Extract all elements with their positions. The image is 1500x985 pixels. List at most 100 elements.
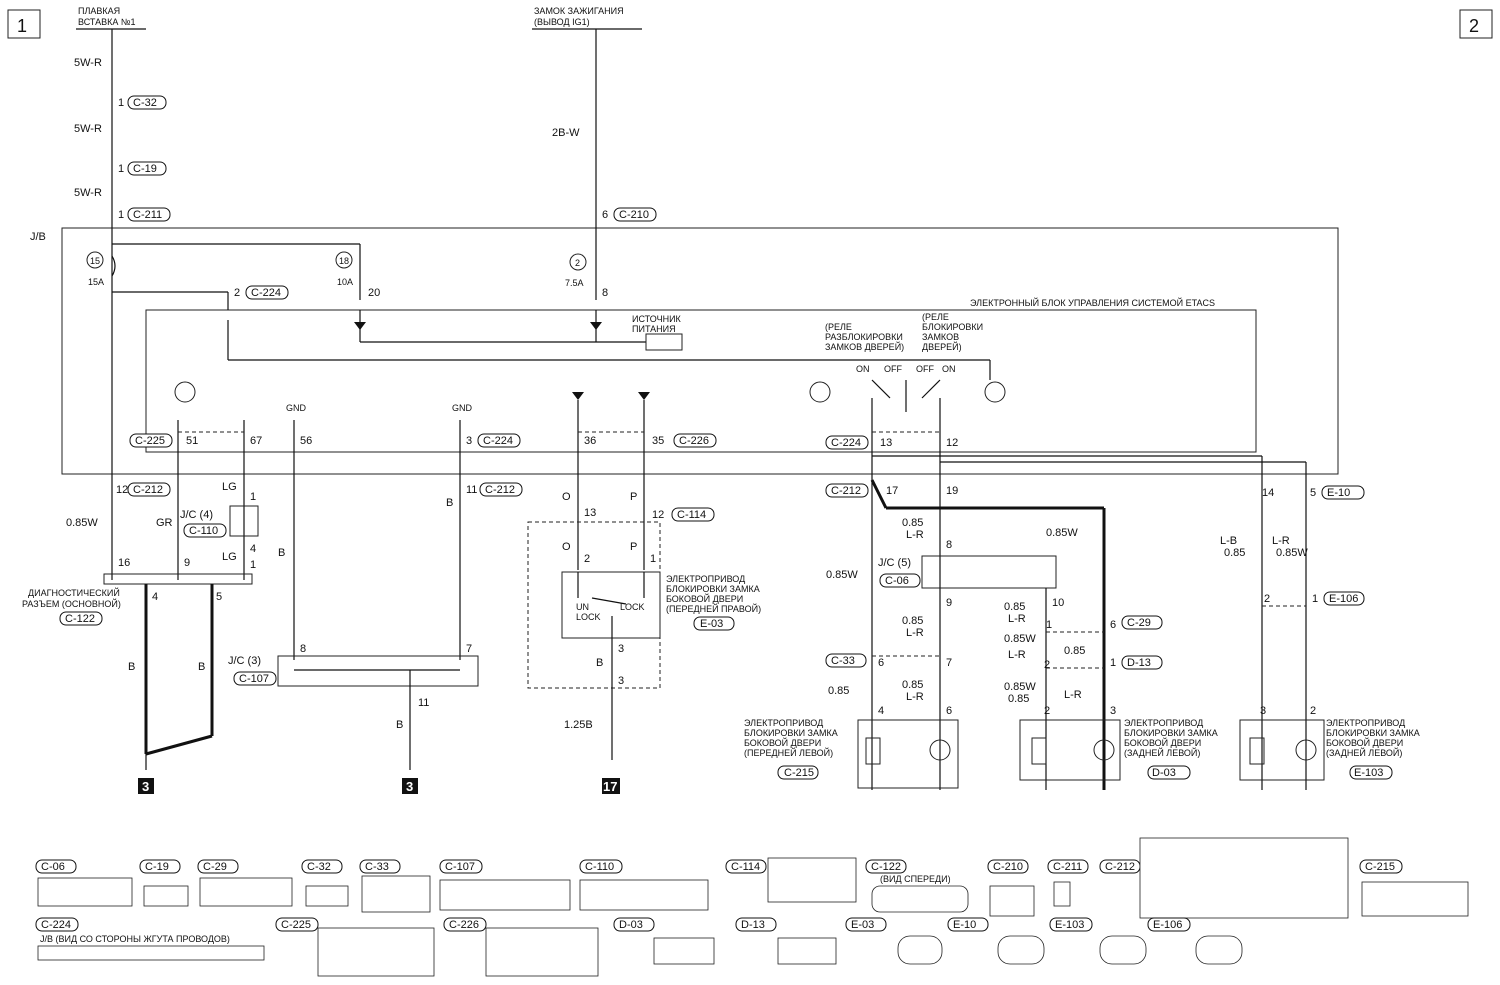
wire-label-32: 0.85W	[1004, 681, 1036, 693]
gnd-label-0: GND	[286, 403, 307, 413]
jc-label-0: J/C (4)	[180, 509, 213, 521]
svg-text:J/B (ВИД СО СТОРОНЫ ЖГУТА ПРОВ: J/B (ВИД СО СТОРОНЫ ЖГУТА ПРОВОДОВ)	[40, 934, 230, 944]
junction-block-frame	[61, 227, 1339, 475]
wire-label-36: L-B	[1220, 535, 1237, 547]
connector-label-11: C-110	[189, 525, 218, 537]
wire-label-0: 5W-R	[74, 57, 102, 69]
fuse-source-line1: ПЛАВКАЯ	[78, 6, 120, 16]
rl-actuator-line1: ЭЛЕКТРОПРИВОД	[1124, 718, 1203, 728]
pin-label-3: 6	[602, 209, 608, 221]
wire-label-35: 0.85	[828, 685, 849, 697]
connector-label-10: C-212	[485, 484, 515, 496]
wire-label-17: B	[596, 657, 603, 669]
legend-c06: C-06	[35, 859, 133, 907]
svg-text:C-210: C-210	[993, 861, 1023, 873]
pin-label-28: 13	[584, 507, 596, 519]
connector-label-22: E-106	[1329, 593, 1358, 605]
pin-label-33: 17	[886, 485, 898, 497]
wire-label-20: L-R	[906, 529, 924, 541]
transistor-icon-3	[174, 381, 196, 403]
pin-label-9: 56	[300, 435, 312, 447]
pin-label-11: 36	[584, 435, 596, 447]
pin-label-34: 19	[946, 485, 958, 497]
connector-label-15: E-03	[700, 618, 723, 630]
rr-actuator-line4: (ЗАДНЕЙ ЛЕВОЙ)	[1326, 747, 1402, 758]
legend-c226: C-226	[443, 917, 599, 977]
page-marker-1: 1	[7, 9, 41, 39]
connector-label-21: E-10	[1327, 487, 1350, 499]
wire-label-23: 0.85	[902, 615, 923, 627]
legend-c32: C-32	[301, 859, 349, 907]
coil-icon-rr	[1249, 737, 1265, 765]
relay-unlock-line1: (РЕЛЕ	[825, 322, 852, 332]
svg-text:E-10: E-10	[953, 919, 976, 931]
legend-c215: C-215	[1359, 859, 1469, 917]
pin-label-26: 11	[418, 697, 429, 709]
diag-line2: РАЗЪЕМ (ОСНОВНОЙ)	[22, 598, 121, 609]
fl-actuator-body	[857, 719, 959, 789]
legend-c225: C-225	[275, 917, 435, 977]
svg-text:E-03: E-03	[851, 919, 874, 931]
legend-e103: E-103	[1049, 917, 1147, 965]
fr-actuator-line1: ЭЛЕКТРОПРИВОД	[666, 574, 745, 584]
pin-label-45: 6	[1110, 619, 1116, 631]
pin-label-21: 1	[250, 559, 256, 571]
pin-label-37: 6	[878, 657, 884, 669]
ground-label-1: 3	[406, 779, 413, 794]
jc4-box	[229, 505, 259, 537]
pin-label-27: 12	[652, 509, 664, 521]
pin-label-43: 2	[1044, 659, 1050, 671]
switch-label-2: LOCK	[620, 602, 645, 612]
connector-label-5: C-225	[135, 435, 165, 447]
ground-box-0	[138, 778, 154, 794]
pin-label-7: 51	[186, 435, 198, 447]
legend-c19: C-19	[139, 859, 189, 907]
pin-label-52: 3	[1260, 705, 1266, 717]
wire-label-37: 0.85	[1224, 547, 1245, 559]
diag-line1: ДИАГНОСТИЧЕСКИЙ	[28, 587, 120, 598]
fr-actuator-body	[561, 571, 661, 639]
wire-label-30: 0.85	[1064, 645, 1085, 657]
wire-label-18: 1.25B	[564, 719, 593, 731]
pin-label-0: 1	[118, 97, 124, 109]
svg-text:C-122: C-122	[871, 861, 901, 873]
pin-label-35: 8	[946, 539, 952, 551]
wire-label-26: L-R	[906, 691, 924, 703]
svg-text:D-13: D-13	[741, 919, 765, 931]
wire-label-12: B	[396, 719, 403, 731]
pin-label-22: 4	[152, 591, 158, 603]
junction-block-label: J/B	[30, 231, 46, 243]
connector-label-12: C-122	[65, 613, 95, 625]
rr-actuator-line1: ЭЛЕКТРОПРИВОД	[1326, 718, 1405, 728]
svg-text:C-06: C-06	[41, 861, 65, 873]
pin-label-8: 67	[250, 435, 262, 447]
pin-label-12: 35	[652, 435, 664, 447]
power-source-line1: ИСТОЧНИК	[632, 314, 682, 324]
relay-state-3: ON	[942, 364, 956, 374]
page-marker-2: 2	[1459, 9, 1493, 39]
fl-actuator-line1: ЭЛЕКТРОПРИВОД	[744, 718, 823, 728]
legend-e10: E-10	[947, 917, 1045, 965]
pin-label-15: 12	[116, 484, 128, 496]
connector-label-17: C-06	[885, 575, 909, 587]
relay-state-1: OFF	[884, 364, 902, 374]
etacs-unit-frame	[145, 309, 1257, 453]
fl-actuator-line3: БОКОВОЙ ДВЕРИ	[744, 737, 821, 748]
svg-text:C-19: C-19	[145, 861, 169, 873]
fl-actuator-line2: БЛОКИРОВКИ ЗАМКА	[744, 728, 838, 738]
page-marker-2-label: 2	[1469, 16, 1479, 36]
wire-label-1: 5W-R	[74, 123, 102, 135]
switch-label-0: UN	[576, 602, 589, 612]
svg-text:C-211: C-211	[1053, 861, 1082, 873]
fuse-source-line2: ВСТАВКА №1	[78, 17, 136, 27]
connector-label-3: C-210	[619, 209, 649, 221]
pin-label-10: 3	[466, 435, 472, 447]
ignition-source-line1: ЗАМОК ЗАЖИГАНИЯ	[534, 6, 624, 16]
pin-label-36: 9	[946, 597, 952, 609]
connector-label-16: C-212	[831, 485, 861, 497]
wire-label-4: 0.85W	[66, 517, 98, 529]
svg-text:D-03: D-03	[619, 919, 643, 931]
pin-label-29: 2	[584, 553, 590, 565]
wire-label-6: LG	[222, 481, 237, 493]
